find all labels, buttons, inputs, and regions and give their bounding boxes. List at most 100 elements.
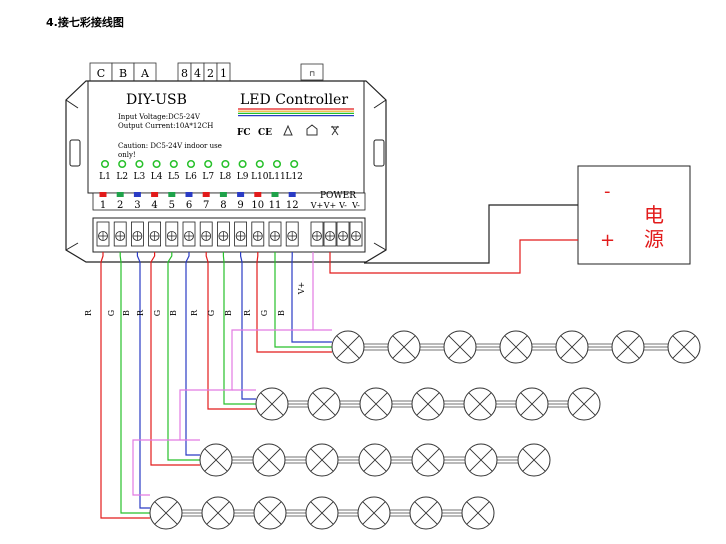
led-indicator [169,159,178,169]
led-bulb-cross [154,501,178,525]
terminal-screw-slot [116,232,125,240]
psu-positive-wire [329,239,578,274]
led-bulb-cross [310,501,334,525]
led-label: L12 [285,172,302,182]
recycle-icon [283,124,293,136]
led-indicator [290,159,299,169]
terminal-screw-slot [326,232,334,240]
terminal-screw-slot [150,232,159,240]
power-supply: -+电源 [329,165,691,274]
terminal-screw-slot [352,232,360,240]
channel-color-chip [116,192,124,197]
fcc-mark: FC [237,128,251,138]
channel-color-chip [185,192,193,197]
terminal-screw-slot [236,232,245,240]
spec-text: Output Current:10A*12CH [118,122,213,130]
led-indicator [100,159,110,169]
controller-title: LED Controller [240,92,348,108]
channel-color-chip [99,192,107,197]
led-indicator [152,159,161,169]
wire-label: R [84,309,93,316]
wire-label: B [122,310,131,316]
wire-label: R [243,309,252,316]
led-label: L10 [251,172,269,182]
channel-wire [150,252,200,466]
terminal-screw-slot [271,232,279,240]
wire-label: R [190,309,199,316]
psu-plus: + [600,230,615,251]
led-bulb-cross [336,335,360,359]
usb-tab-box [300,63,324,81]
wire-label: G [260,310,269,316]
led-bulb-cross [310,448,334,472]
housing-bevel [65,242,79,251]
channel-wire [136,252,150,509]
brand-text: DIY-USB [126,92,187,108]
led-indicator [221,159,230,169]
wire-label: B [277,310,286,316]
led-bulb-cross [362,501,386,525]
led-strips [149,330,701,530]
led-bulb-cross [312,392,336,416]
led-bulb-cross [258,501,282,525]
channel-label-strip [92,192,366,211]
led-indicator [255,159,264,169]
led-indicator [204,159,213,169]
led-label: L7 [202,172,214,182]
wire-label: G [107,310,116,316]
channel-wire [205,252,256,410]
channel-number: 10 [251,200,264,211]
channel-wire [291,252,332,343]
power-terminal-label: V- [338,201,347,210]
led-bulb-cross [448,335,472,359]
dip-tab-label: 2 [207,67,214,80]
psu-box [577,165,691,265]
led-bulb-cross [466,501,490,525]
led-label: L4 [151,172,163,182]
wire-label: V+ [297,282,306,295]
channel-color-chip [271,192,279,197]
led-bulb-cross [392,335,416,359]
channel-number: 5 [169,200,175,211]
wire-label: G [153,310,162,316]
wire-label: B [169,310,178,316]
psu-label-char: 源 [644,227,664,251]
channel-color-chip [133,192,141,197]
top-tab-label: C [97,67,105,80]
diagram-heading: 4.接七彩接线图 [46,16,124,29]
terminal-screw-slot [339,232,347,240]
channel-color-chip [168,192,176,197]
led-bulb-cross [416,448,440,472]
terminal-screw-slot [202,232,211,240]
psu-minus: - [604,181,611,202]
wire-label: R [136,309,145,316]
led-bulb-cross [414,501,438,525]
housing-outline [65,80,387,263]
led-bulb-cross [363,448,387,472]
led-label: L5 [168,172,180,182]
channel-wire [274,252,332,348]
led-bulb-cross [469,448,493,472]
top-tab-label: A [140,67,150,80]
led-label: L11 [268,172,285,182]
led-bulb-cross [364,392,388,416]
terminal-screw-slot [133,232,142,240]
led-bulb-cross [206,501,230,525]
wire-label: G [207,310,216,316]
led-bulb-cross [204,448,228,472]
channel-number: 7 [203,200,209,211]
usb-tab-label: ⊓ [309,70,315,78]
channel-number: 11 [269,200,282,211]
ce-mark: CE [258,128,272,138]
led-bulb-cross [672,335,696,359]
channel-number: 4 [151,200,157,211]
wire-label: B [224,310,233,316]
power-terminal-label: V- [351,201,360,210]
terminal-screw-slot [288,232,297,240]
channel-color-chip [254,192,262,197]
channel-number: 1 [100,200,106,211]
led-bulb-cross [260,392,284,416]
